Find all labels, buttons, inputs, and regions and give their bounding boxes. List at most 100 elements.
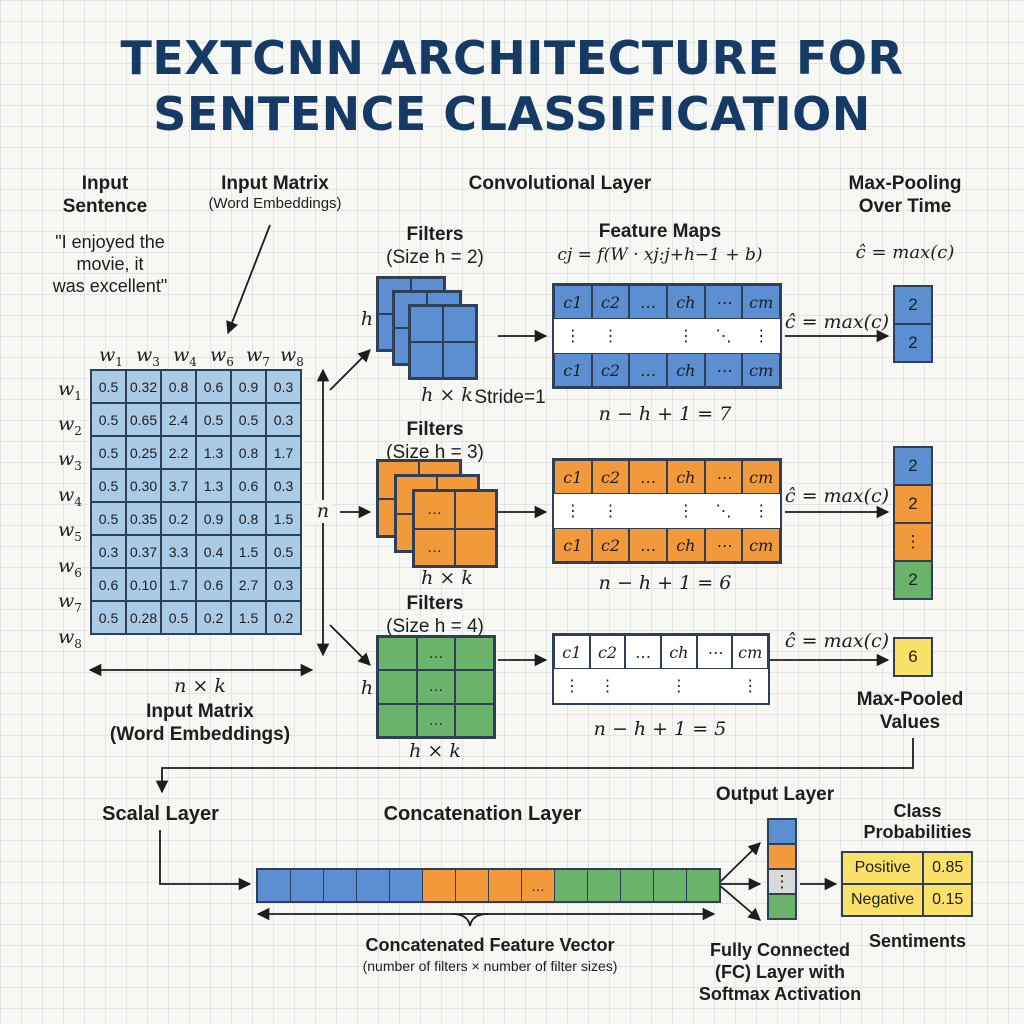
- filter-3-h-label: h: [360, 677, 374, 699]
- filter-ellipsis: …: [416, 637, 456, 671]
- feature-map-2-length: n − h + 1 = 6: [598, 572, 732, 594]
- concat-layer-label: Concatenation Layer: [383, 803, 582, 825]
- filter-ellipsis: …: [416, 703, 456, 737]
- filter-ellipsis: …: [414, 528, 455, 566]
- input-matrix-heading: Input Matrix (Word Embeddings): [208, 173, 342, 212]
- filter-group-3-label: Filters (Size h = 4): [386, 593, 484, 637]
- stride-label: Stride=1: [474, 387, 546, 408]
- concat-cell: [555, 870, 588, 901]
- concat-cell: [258, 870, 291, 901]
- matrix-cell: 2.4: [160, 402, 197, 437]
- matrix-row-header: w3: [58, 448, 82, 473]
- filter-2-dim: h × k: [421, 567, 473, 589]
- matrix-cell: 0.5: [90, 435, 127, 470]
- matrix-n-label: n: [313, 500, 333, 523]
- pooled-orange: 2 2 ⋮ 2: [893, 446, 933, 600]
- matrix-cell: 0.37: [125, 534, 162, 569]
- pool-formula-3: ĉ = max(c): [784, 630, 890, 652]
- scalar-layer-label: Scalal Layer: [102, 803, 219, 825]
- filter-ellipsis: …: [416, 670, 456, 704]
- matrix-cell: 0.5: [90, 600, 127, 635]
- pool-formula-1: ĉ = max(c): [784, 311, 890, 333]
- matrix-cell: 0.5: [230, 402, 267, 437]
- filter-3-dim: h × k: [409, 740, 461, 762]
- feature-map-mid: ⋮⋮⋮⋮: [563, 678, 759, 695]
- concat-cell: [357, 870, 390, 901]
- matrix-cell: 0.2: [265, 600, 302, 635]
- matrix-cell: 0.6: [195, 567, 232, 602]
- fc-layer-label: Fully Connected (FC) Layer with Softmax …: [698, 940, 862, 1004]
- filter-group-1-label: Filters (Size h = 2): [386, 224, 484, 268]
- feature-maps-heading: Feature Maps: [598, 221, 722, 242]
- probability-row: Negative 0.15: [840, 883, 974, 917]
- matrix-col-header: w3: [136, 344, 160, 369]
- matrix-cell: 1.3: [195, 468, 232, 503]
- class-probabilities-heading: Class Probabilities: [863, 801, 972, 842]
- concat-cell: …: [522, 870, 555, 901]
- class-label: Positive: [840, 851, 925, 885]
- concat-vector-sublabel: (number of filters × number of filter si…: [362, 958, 618, 974]
- matrix-cell: 0.2: [195, 600, 232, 635]
- matrix-row-header: w6: [58, 555, 82, 580]
- maxpool-heading: Max-Pooling Over Time: [848, 173, 962, 217]
- matrix-cell: 0.3: [265, 567, 302, 602]
- concat-cell: [654, 870, 687, 901]
- matrix-cell: 1.5: [265, 501, 302, 536]
- matrix-cell: 0.25: [125, 435, 162, 470]
- maxpool-formula: ĉ = max(c): [855, 242, 955, 263]
- pool-formula-2: ĉ = max(c): [784, 485, 890, 507]
- matrix-cell: 0.5: [195, 402, 232, 437]
- matrix-col-header: w4: [173, 344, 197, 369]
- matrix-cell: 0.5: [90, 369, 127, 404]
- concat-cell: [687, 870, 719, 901]
- filter-group-2-label: Filters (Size h = 3): [386, 419, 484, 463]
- concat-cell: [390, 870, 423, 901]
- matrix-row-header: w2: [58, 413, 82, 438]
- matrix-cell: 0.6: [195, 369, 232, 404]
- output-layer-label: Output Layer: [715, 784, 835, 805]
- filter-ellipsis: …: [414, 491, 455, 529]
- matrix-cell: 0.10: [125, 567, 162, 602]
- class-value: 0.15: [922, 883, 974, 917]
- matrix-cell: 0.8: [230, 501, 267, 536]
- matrix-row-header: w1: [58, 378, 82, 403]
- matrix-cell: 3.7: [160, 468, 197, 503]
- matrix-cell: 0.5: [160, 600, 197, 635]
- concat-cell: [291, 870, 324, 901]
- filter-1-dim: h × k: [421, 384, 473, 406]
- matrix-col-header: w6: [210, 344, 234, 369]
- feature-map-1-length: n − h + 1 = 7: [598, 403, 732, 425]
- matrix-col-header: w1: [99, 344, 123, 369]
- matrix-cell: 0.9: [230, 369, 267, 404]
- matrix-caption: Input Matrix (Word Embeddings): [109, 701, 291, 745]
- concat-cell: [588, 870, 621, 901]
- page-title: TEXTCNN ARCHITECTURE FOR SENTENCE CLASSI…: [120, 31, 904, 141]
- matrix-dim-label: n × k: [174, 675, 226, 697]
- probability-row: Positive 0.85: [840, 851, 974, 885]
- concat-cell: [489, 870, 522, 901]
- class-value: 0.85: [922, 851, 974, 885]
- max-pooled-label: Max-Pooled Values: [856, 689, 964, 733]
- matrix-cell: 0.2: [160, 501, 197, 536]
- filter-orange-front: … …: [412, 489, 498, 568]
- filter-green: … … …: [376, 635, 496, 739]
- matrix-cell: 1.7: [160, 567, 197, 602]
- matrix-cell: 0.5: [90, 402, 127, 437]
- feature-map-mid: ⋮⋮⋮⋱⋮: [564, 328, 770, 345]
- matrix-cell: 0.5: [265, 534, 302, 569]
- matrix-row-header: w4: [58, 484, 82, 509]
- feature-map-3-length: n − h + 1 = 5: [593, 718, 727, 740]
- matrix-cell: 0.5: [90, 501, 127, 536]
- matrix-cell: 0.30: [125, 468, 162, 503]
